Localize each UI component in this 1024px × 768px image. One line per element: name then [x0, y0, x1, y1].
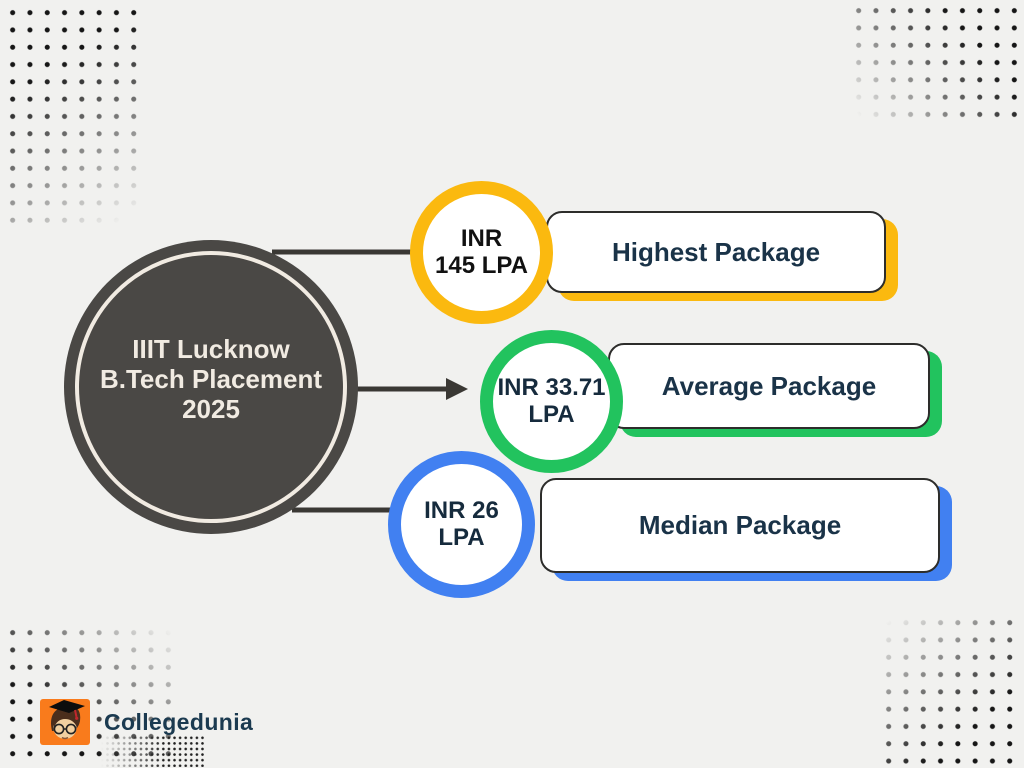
main-topic-circle: IIIT Lucknow B.Tech Placement 2025	[64, 240, 358, 534]
mascot-icon	[49, 700, 85, 740]
circle-median-value: INR 26 LPA	[388, 451, 535, 598]
value-highest-line1: INR	[460, 224, 503, 252]
card-label-median: Median Package	[638, 510, 842, 540]
title-line1: IIIT Lucknow	[132, 333, 290, 364]
arrowhead-average	[446, 378, 468, 400]
card-median-package: Median Package	[540, 478, 940, 573]
card-highest-package: Highest Package	[546, 211, 886, 293]
value-highest-line2: 145 LPA	[435, 251, 528, 279]
dot-pattern-top-left	[4, 4, 144, 224]
value-median-line2: LPA	[438, 523, 485, 551]
dot-pattern-bottom-right	[880, 614, 1022, 766]
value-median: INR 26 LPA	[424, 496, 499, 552]
circle-highest-value: INR 145 LPA	[410, 181, 553, 324]
title-line3: 2025	[182, 394, 240, 425]
value-average-line1: INR 33.71	[497, 373, 606, 401]
card-label-average: Average Package	[661, 370, 877, 401]
dot-pattern-top-right	[850, 2, 1022, 122]
title-line2: B.Tech Placement	[99, 363, 323, 394]
page-title: IIIT Lucknow B.Tech Placement 2025	[100, 334, 322, 424]
brand-name: Collegedunia	[104, 708, 254, 735]
main-circle-inner-ring	[75, 251, 347, 523]
branding: Collegedunia	[40, 699, 253, 745]
value-average-line2: LPA	[528, 400, 575, 428]
value-average: INR 33.71 LPA	[497, 373, 606, 429]
value-median-line1: INR 26	[424, 496, 499, 524]
value-highest: INR 145 LPA	[435, 224, 528, 280]
circle-average-value: INR 33.71 LPA	[480, 330, 623, 473]
card-average-package: Average Package	[608, 343, 930, 429]
collegedunia-logo-icon	[40, 699, 90, 745]
card-label-highest: Highest Package	[611, 236, 821, 267]
